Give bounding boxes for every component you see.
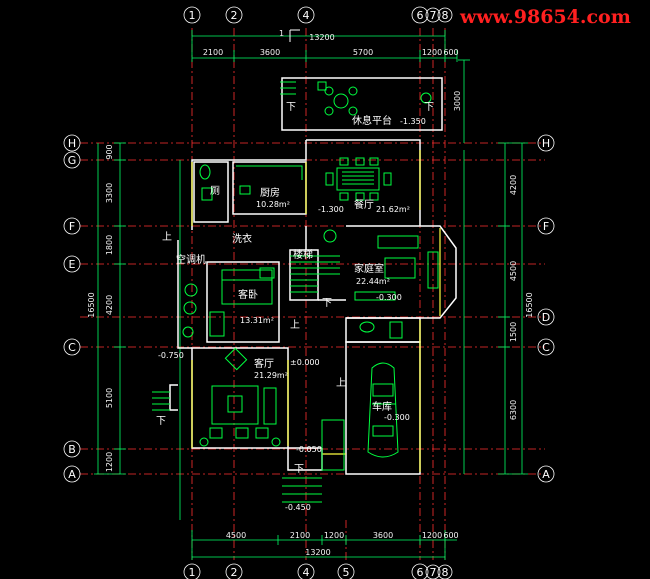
dim-left-2: 3300 (105, 183, 114, 203)
dim-right-2: 4200 (509, 175, 518, 195)
living-level: ±0.000 (290, 358, 320, 367)
family-area: 22.44m² (356, 277, 390, 286)
axis-right-f: F (543, 220, 549, 233)
axis-bottom-6: 6 (417, 566, 424, 579)
axis-left-g: G (68, 154, 77, 167)
kitchen-name: 厨房 (260, 186, 280, 199)
down-mark-2: 下 (424, 102, 434, 113)
dim-left-5: 5100 (105, 388, 114, 408)
ac-name: 空调机 (176, 253, 206, 266)
axis-top-1: 1 (189, 9, 196, 22)
section-mark (289, 29, 300, 42)
dim-left-3: 1800 (105, 235, 114, 255)
axis-right-c: C (542, 341, 550, 354)
axis-bottom-5: 5 (343, 566, 350, 579)
axis-left-c: C (68, 341, 76, 354)
axis-left-a: A (68, 468, 76, 481)
west-level: -0.750 (158, 351, 184, 360)
dim-left-4: 4200 (105, 295, 114, 315)
living-area: 21.29m² (254, 371, 288, 380)
guest-bed-name: 客卧 (238, 288, 258, 301)
axis-top-6: 6 (417, 9, 424, 22)
terrace-level: -1.350 (400, 117, 426, 126)
dim-right-4: 1500 (509, 322, 518, 342)
axis-bubbles (63, 6, 555, 579)
stair-name: 楼梯 (293, 248, 313, 261)
axis-bottom-8: 8 (442, 566, 449, 579)
dim-top-total: 13200 (309, 33, 334, 42)
dim-right-total: 16500 (525, 292, 534, 317)
up-mark-3: 上 (336, 377, 346, 389)
dim-bottom-total: 13200 (305, 548, 330, 557)
dim-left-6: 1200 (105, 452, 114, 472)
section-mark-label: 1 (279, 29, 284, 38)
walls (169, 77, 457, 475)
axis-left-b: B (68, 443, 76, 456)
dim-bottom-3: 1200 (324, 531, 344, 540)
guest-bed-area: 13.31m² (240, 316, 274, 325)
toilet-name: 厕 (210, 185, 220, 197)
dining-name: 餐厅 (354, 198, 374, 211)
axis-grid (80, 28, 545, 560)
axis-right-a: A (542, 468, 550, 481)
dim-right-5: 6300 (509, 400, 518, 420)
dimension-text: 13200 2100 3600 5700 1200 600 4500 2100 … (87, 33, 534, 557)
plants (182, 92, 432, 447)
up-mark-1: 上 (162, 231, 172, 243)
axis-bottom-1: 1 (189, 566, 196, 579)
up-mark-2: 上 (290, 319, 300, 331)
axis-top-8: 8 (442, 9, 449, 22)
dim-top-1: 2100 (203, 48, 223, 57)
dim-right-1: 3000 (453, 91, 462, 111)
down-mark-4: 下 (294, 464, 304, 475)
dim-top-3: 5700 (353, 48, 373, 57)
axis-top-4: 4 (303, 9, 310, 22)
dim-top-2: 3600 (260, 48, 280, 57)
dim-right-3: 4500 (509, 261, 518, 281)
axis-left-f: F (69, 220, 75, 233)
axis-left-e: E (69, 258, 76, 271)
dining-level: -1.300 (318, 205, 344, 214)
axis-bottom-2: 2 (231, 566, 238, 579)
dim-left-total: 16500 (87, 292, 96, 317)
dim-bottom-2: 2100 (290, 531, 310, 540)
structure-accents (191, 150, 441, 472)
axis-top-7: 7 (430, 9, 437, 22)
dim-top-4: 1200 (422, 48, 442, 57)
dim-left-1: 900 (105, 144, 114, 159)
kitchen-area: 10.28m² (256, 200, 290, 209)
porch-level: -0.050 (296, 445, 322, 454)
entry-level: -0.450 (285, 503, 311, 512)
axis-top-2: 2 (231, 9, 238, 22)
down-mark-5: 下 (322, 298, 332, 309)
family-name: 家庭室 (354, 262, 384, 275)
axis-right-h: H (542, 137, 550, 150)
down-mark-3: 下 (156, 416, 166, 427)
stair-direction-marks: 下 下 下 下 下 上 上 上 (156, 102, 434, 475)
furniture (152, 81, 439, 503)
dim-top-5: 600 (443, 48, 458, 57)
garage-name: 车库 (372, 400, 392, 413)
dim-bottom-5: 1200 (422, 531, 442, 540)
watermark-text: www.98654.com (459, 6, 631, 28)
down-mark-1: 下 (286, 102, 296, 113)
laundry-name: 洗衣 (232, 232, 252, 245)
dimension-lines (94, 30, 528, 560)
axis-left-h: H (68, 137, 76, 150)
dim-bottom-4: 3600 (373, 531, 393, 540)
terrace-name: 休息平台 (352, 114, 392, 127)
room-labels: 休息平台 -1.350 厨房 10.28m² 厕 餐厅 21.62m² -1.3… (158, 114, 426, 512)
axis-right-d: D (542, 311, 550, 324)
axis-bottom-4: 4 (303, 566, 310, 579)
garage-level: -0.300 (384, 413, 410, 422)
dining-area: 21.62m² (376, 205, 410, 214)
axis-bottom-7: 7 (430, 566, 437, 579)
axis-labels: 1 2 4 6 7 8 1 2 4 5 6 7 8 H G F E C B A … (68, 9, 551, 579)
living-name: 客厅 (254, 357, 274, 370)
dim-bottom-1: 4500 (226, 531, 246, 540)
dim-bottom-6: 600 (443, 531, 458, 540)
family-level: -0.300 (376, 293, 402, 302)
